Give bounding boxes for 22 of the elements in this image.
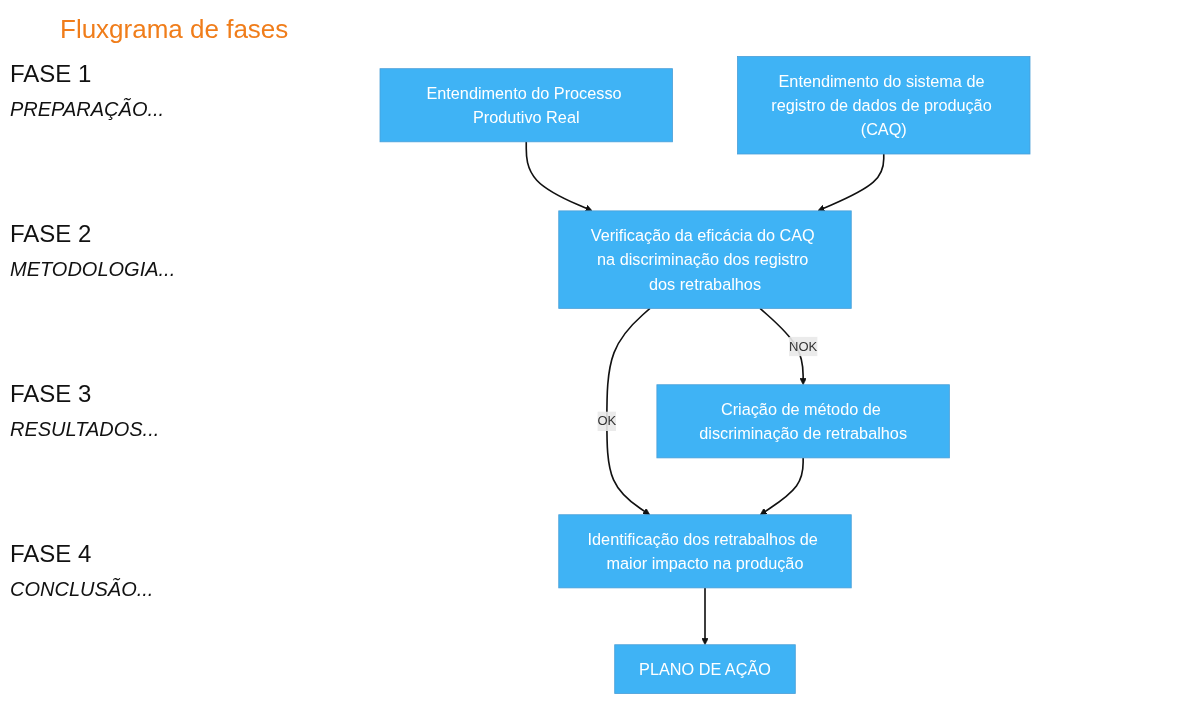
phase-subtitle: PREPARAÇÃO... (10, 98, 165, 121)
phase-label: FASE 1 (10, 60, 92, 88)
phase-subtitle: RESULTADOS... (10, 418, 160, 441)
arrow (701, 587, 709, 646)
phase-subtitle: CONCLUSÃO... (10, 578, 154, 601)
node-box: Identificação dos retrabalhos de maior impacto na produção (558, 514, 852, 589)
arrow (817, 153, 885, 212)
node-box: Entendimento do Processo Produtivo Real (379, 68, 673, 143)
node-box: PLANO DE AÇÃO (614, 644, 796, 694)
arrow (759, 457, 804, 516)
title: Fluxgrama de fases (60, 14, 289, 45)
edge-label: OK (597, 414, 617, 428)
phase-subtitle: METODOLOGIA... (10, 258, 176, 281)
arrow (525, 141, 593, 212)
node-box: Verificação da eficácia do CAQ na discriminação dos registro dos retrabalhos (558, 210, 852, 309)
edge-label: NOK (789, 339, 818, 354)
phase-label: FASE 2 (10, 220, 92, 248)
node-box: Entendimento do sistema de registro de dados de produção (CAQ) (737, 56, 1031, 155)
arrow (606, 307, 651, 516)
phase-label: FASE 3 (10, 380, 92, 408)
node-box: Criação de método de discriminação de retrabalhos (656, 384, 950, 459)
phase-label: FASE 4 (10, 540, 92, 568)
